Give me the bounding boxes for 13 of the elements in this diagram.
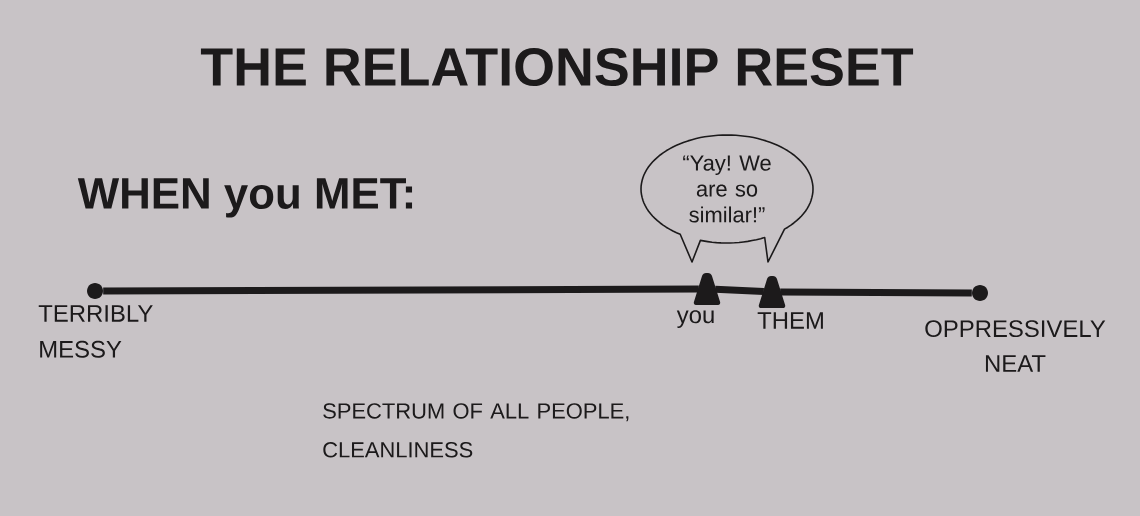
- axis-caption: SPECTRUM OF ALL PEOPLE, CLEANLINESS: [323, 403, 629, 458]
- scale-end-label: TERRIBLY MESSY: [38, 305, 153, 358]
- position-marker: [758, 276, 786, 308]
- marker-label: THEM: [757, 312, 823, 329]
- speech-bubble: “Yay! We are so similar!”: [640, 134, 814, 263]
- spectrum-line: [715, 285, 764, 296]
- endpoint-dot: [87, 283, 103, 299]
- title: THE RELATIONSHIP RESET: [200, 47, 914, 87]
- position-marker: [693, 273, 721, 305]
- scale-end-label: OPPRESSIVELY NEAT: [925, 320, 1106, 372]
- heading-text: WHEN you MET:: [77, 178, 413, 218]
- marker-label: you: [676, 310, 714, 328]
- endpoint-dot: [972, 285, 988, 301]
